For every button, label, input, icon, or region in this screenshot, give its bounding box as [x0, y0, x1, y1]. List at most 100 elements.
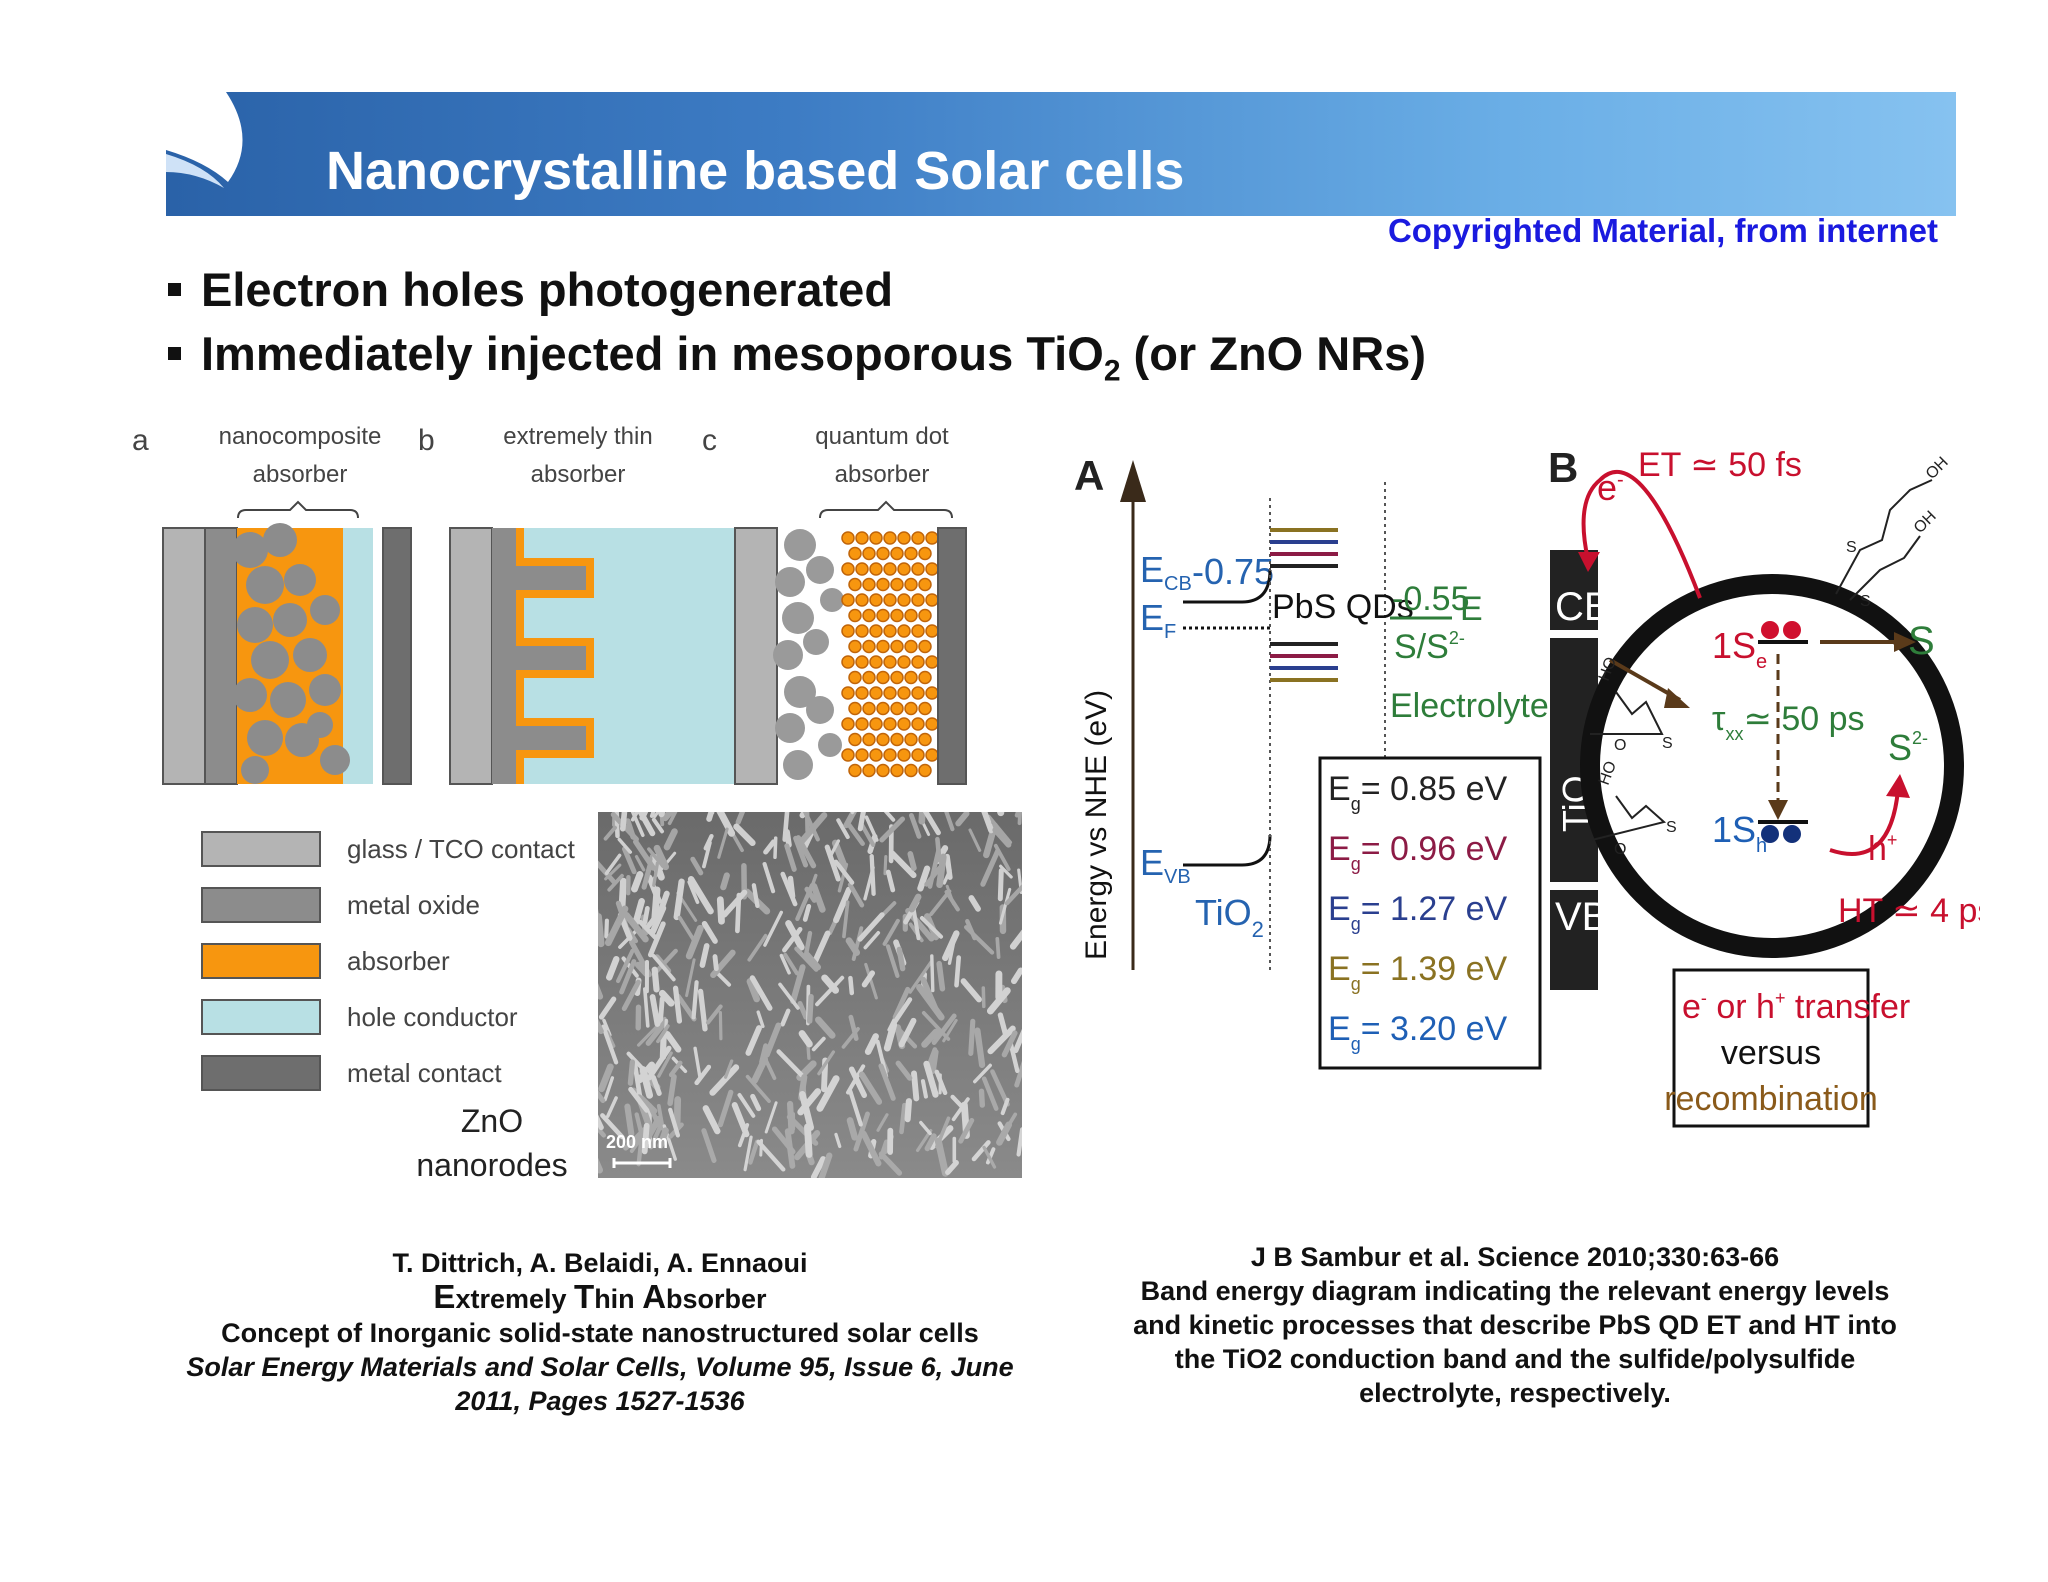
citation-eta: Extremely Thin Absorber	[433, 1278, 767, 1315]
box-line-3: recombination	[1664, 1080, 1878, 1118]
pbs-qd-energy-figure: A Energy vs NHE (eV) ECB -0.75 EF EVB Ti…	[1074, 444, 1980, 1128]
zno-nanorod-sem-image: 200 nm	[598, 812, 1022, 1178]
panel-letter-B: B	[1548, 444, 1578, 491]
band-gap-row: Eg= 0.96 eV	[1328, 830, 1508, 874]
citation-right: J B Sambur et al. Science 2010;330:63-66…	[1090, 1240, 1940, 1410]
ef-label: EF	[1140, 597, 1176, 643]
citation-right-line: and kinetic processes that describe PbS …	[1133, 1310, 1897, 1340]
redox-couple: S/S2-	[1394, 628, 1465, 666]
panel-c-title-2: absorber	[835, 461, 930, 488]
bullet-text: Immediately injected in mesoporous TiO	[201, 327, 1104, 380]
legend-label-metal-contact: metal contact	[347, 1058, 502, 1088]
band-gap-box	[1318, 756, 1542, 1070]
legend-swatch-metal-contact	[201, 1055, 321, 1091]
panel-letter-c: c	[702, 424, 717, 457]
injection-arrow	[1664, 688, 1690, 708]
hole-label: h+	[1868, 830, 1897, 868]
quantum-dot-sphere	[1580, 574, 1964, 958]
citation-right-line: Band energy diagram indicating the relev…	[1140, 1276, 1890, 1306]
ht-arrow	[1829, 789, 1900, 856]
sem-scale-label: 200 nm	[606, 1132, 668, 1152]
panel-c-title-1: quantum dot	[815, 423, 949, 450]
svg-text:S: S	[1846, 539, 1857, 556]
et-time: ET ≃ 50 fs	[1638, 446, 1802, 484]
bullet-text-after: (or ZnO NRs)	[1120, 327, 1426, 380]
band-gap-row: Eg= 3.20 eV	[1328, 1010, 1508, 1054]
panel-a-diagram	[162, 523, 412, 785]
electrolyte-value: -0.55	[1392, 580, 1470, 618]
band-gap-row: Eg= 0.85 eV	[1328, 770, 1508, 814]
s2-label: S2-	[1888, 727, 1928, 768]
svg-text:S: S	[1662, 735, 1673, 752]
s-label: S	[1908, 619, 1935, 663]
absorber-concepts-figure: a nanocomposite absorber b extremely thi…	[132, 423, 967, 1180]
citation-right-line: J B Sambur et al. Science 2010;330:63-66	[1250, 1242, 1780, 1272]
zno-label: ZnO	[461, 1103, 523, 1139]
panel-c-diagram	[734, 527, 967, 785]
ecb-value: -0.75	[1192, 551, 1274, 592]
copyright-notice: Copyrighted Material, from internet	[1387, 212, 1938, 249]
svg-text:OH: OH	[1923, 454, 1952, 483]
brace-c	[819, 500, 953, 519]
ligand-top	[1835, 479, 1933, 601]
citation-right-line: the TiO2 conduction band and the sulfide…	[1174, 1344, 1856, 1374]
quantum-dot-field	[841, 531, 939, 778]
bullet-subscript: 2	[1103, 354, 1121, 388]
citation-right-line: electrolyte, respectively.	[1359, 1378, 1671, 1408]
cb-label: CB	[1555, 585, 1611, 629]
bullet-item: Immediately injected in mesoporous TiO2 …	[168, 326, 1426, 388]
ht-time: HT ≃ 4 ps	[1838, 892, 1980, 930]
panel-b-title-2: absorber	[531, 461, 626, 488]
legend-swatch-metal-oxide	[201, 887, 321, 923]
qd-energy-levels	[1270, 528, 1338, 682]
panel-a-title-2: absorber	[253, 461, 348, 488]
panel-letter-A: A	[1074, 452, 1104, 499]
energy-axis-label: Energy vs NHE (eV)	[1080, 690, 1113, 960]
legend: glass / TCO contact metal oxide absorber…	[201, 831, 576, 1091]
legend-swatch-glass	[201, 831, 321, 867]
electrolyte-label: Electrolyte	[1390, 687, 1549, 725]
1se-label: 1Se	[1712, 625, 1767, 673]
legend-swatch-hole-conductor	[201, 999, 321, 1035]
svg-text:S: S	[1860, 593, 1871, 610]
brace-a	[237, 500, 359, 519]
tio2-vb-level	[1183, 834, 1272, 867]
hole-dot	[1783, 825, 1801, 843]
logo-swoosh-icon	[166, 92, 243, 188]
legend-label-glass: glass / TCO contact	[347, 834, 576, 864]
citation-journal: Solar Energy Materials and Solar Cells, …	[186, 1352, 1014, 1382]
hole-dot	[1761, 825, 1779, 843]
legend-swatch-absorber	[201, 943, 321, 979]
citation-title: Concept of Inorganic solid-state nanostr…	[221, 1318, 979, 1348]
bullet-square-icon	[168, 283, 181, 297]
energy-axis-arrow-icon	[1120, 460, 1146, 502]
band-gap-list: Eg= 0.85 eV Eg= 0.96 eV Eg= 1.27 eV Eg= …	[1328, 770, 1508, 1054]
svg-text:O: O	[1614, 737, 1626, 754]
ecb-label: ECB	[1140, 549, 1192, 595]
svg-text:S: S	[1666, 819, 1677, 836]
legend-label-metal-oxide: metal oxide	[347, 890, 480, 920]
electron-dot	[1783, 621, 1801, 639]
bullet-text: Electron holes photogenerated	[201, 263, 894, 316]
bullet-square-icon	[168, 347, 181, 361]
box-line-2: versus	[1721, 1034, 1821, 1072]
evb-label: EVB	[1140, 842, 1191, 888]
slide-title: Nanocrystalline based Solar cells	[326, 141, 1185, 201]
sem-scale-bar	[612, 1158, 672, 1168]
electrolyte-e: E	[1460, 590, 1483, 628]
panel-a-title-1: nanocomposite	[219, 423, 382, 450]
citation-pages: 2011, Pages 1527-1536	[455, 1386, 745, 1416]
panel-b-diagram	[449, 527, 765, 785]
1sh-label: 1Sh	[1712, 809, 1767, 857]
legend-label-absorber: absorber	[347, 946, 450, 976]
transfer-vs-recombination-box	[1672, 968, 1870, 1128]
s-transfer-arrow-icon	[1894, 632, 1916, 652]
legend-label-hole-conductor: hole conductor	[347, 1002, 518, 1032]
et-arrow	[1581, 469, 1702, 599]
box-line-1: e- or h+ transfer	[1682, 988, 1910, 1026]
bullet-item: Electron holes photogenerated	[168, 262, 893, 317]
ligand-left	[1590, 691, 1667, 841]
svg-text:O: O	[1614, 841, 1626, 858]
pbs-qds-label: PbS QDs	[1272, 588, 1414, 626]
panel-b-title-1: extremely thin	[503, 423, 652, 450]
